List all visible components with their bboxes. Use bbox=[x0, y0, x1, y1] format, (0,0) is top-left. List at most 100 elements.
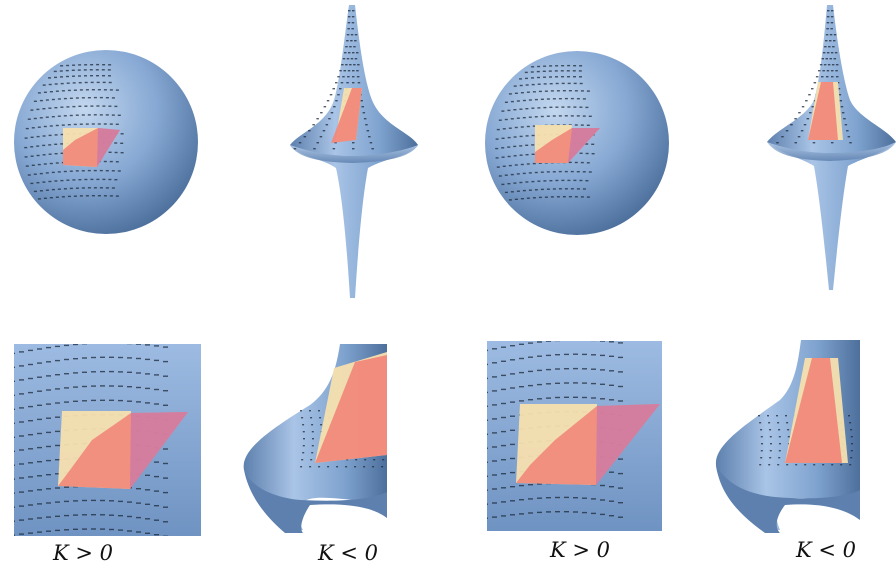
grid-dot bbox=[69, 97, 73, 99]
grid-dot bbox=[354, 58, 358, 60]
grid-dot bbox=[163, 491, 168, 494]
grid-dot bbox=[69, 114, 73, 117]
grid-dot bbox=[526, 163, 530, 165]
grid-dot bbox=[72, 105, 76, 108]
grid-dot bbox=[97, 89, 101, 91]
grid-dot bbox=[64, 500, 69, 503]
grid-dot bbox=[127, 501, 132, 503]
grid-dot bbox=[109, 514, 114, 516]
grid-dot bbox=[366, 130, 370, 132]
grid-dot bbox=[60, 179, 64, 182]
grid-dot bbox=[566, 70, 570, 72]
grid-dot bbox=[145, 489, 150, 491]
grid-dot bbox=[115, 123, 119, 125]
grid-dot bbox=[822, 464, 825, 466]
grid-dot bbox=[836, 76, 839, 78]
grid-dot bbox=[492, 390, 497, 392]
grid-dot bbox=[798, 112, 801, 114]
grid-dot bbox=[127, 344, 132, 345]
grid-dot bbox=[14, 450, 15, 452]
grid-dot bbox=[531, 134, 535, 137]
grid-dot bbox=[538, 162, 542, 164]
grid-dot bbox=[352, 142, 355, 144]
grid-dot bbox=[357, 64, 360, 66]
grid-dot bbox=[830, 52, 834, 54]
grid-dot bbox=[28, 391, 33, 394]
grid-dot bbox=[501, 444, 506, 447]
grid-dot bbox=[552, 115, 556, 117]
grid-dot bbox=[85, 195, 89, 197]
grid-dot bbox=[818, 70, 821, 72]
grid-dot bbox=[145, 358, 150, 361]
grid-dot bbox=[57, 115, 61, 117]
grid-dot bbox=[78, 82, 82, 84]
grid-dot bbox=[145, 402, 150, 404]
grid-dot bbox=[346, 34, 350, 36]
grid-dot bbox=[850, 457, 853, 459]
grid-dot bbox=[540, 115, 544, 118]
grid-dot bbox=[492, 362, 497, 364]
grid-dot bbox=[841, 112, 845, 114]
grid-dot bbox=[45, 116, 49, 118]
geodesic-patch bbox=[785, 358, 848, 463]
grid-dot bbox=[66, 82, 70, 84]
grid-dot bbox=[586, 196, 590, 198]
grid-dot bbox=[100, 528, 105, 530]
grid-dot bbox=[91, 343, 96, 344]
grid-dot bbox=[67, 195, 71, 198]
grid-dot bbox=[145, 503, 150, 505]
grid-dot bbox=[99, 114, 103, 116]
grid-dot bbox=[516, 190, 520, 192]
grid-dot bbox=[501, 110, 505, 112]
grid-dot bbox=[822, 52, 826, 54]
grid-dot bbox=[573, 65, 577, 67]
grid-dot bbox=[381, 466, 384, 468]
grid-dot bbox=[555, 511, 560, 513]
grid-dot bbox=[28, 448, 33, 450]
grid-dot bbox=[781, 136, 784, 138]
grid-dot bbox=[108, 178, 112, 181]
geodesic-patch bbox=[315, 352, 387, 463]
grid-dot bbox=[543, 106, 547, 109]
grid-dot bbox=[136, 386, 141, 389]
grid-dot bbox=[55, 473, 60, 475]
grid-dot bbox=[525, 154, 529, 156]
grid-dot bbox=[163, 535, 168, 536]
grid-dot bbox=[109, 160, 113, 163]
grid-dot bbox=[28, 405, 33, 408]
grid-dot bbox=[582, 339, 587, 340]
grid-dot bbox=[61, 196, 65, 198]
grid-dot bbox=[42, 144, 46, 147]
grid-dot bbox=[45, 189, 49, 191]
grid-dot bbox=[346, 58, 350, 60]
grid-dot bbox=[64, 401, 69, 403]
grid-dot bbox=[57, 171, 61, 173]
grid-dot bbox=[600, 398, 605, 400]
grid-dot bbox=[37, 503, 42, 505]
grid-dot bbox=[347, 16, 351, 18]
grid-dot bbox=[37, 376, 42, 378]
grid-dot bbox=[347, 28, 350, 30]
grid-dot bbox=[350, 34, 354, 36]
grid-dot bbox=[790, 124, 793, 126]
grid-dot bbox=[330, 112, 334, 114]
grid-dot bbox=[78, 64, 82, 66]
grid-dot bbox=[540, 188, 544, 191]
grid-dot bbox=[513, 136, 517, 138]
grid-dot bbox=[794, 142, 797, 144]
grid-dot bbox=[46, 488, 51, 490]
grid-dot bbox=[585, 180, 589, 182]
grid-dot bbox=[27, 174, 31, 176]
grid-dot bbox=[546, 188, 550, 190]
grid-dot bbox=[19, 463, 24, 465]
grid-dot bbox=[508, 127, 512, 129]
grid-dot bbox=[14, 520, 15, 522]
grid-dot bbox=[582, 171, 586, 173]
grid-dot bbox=[28, 532, 33, 534]
grid-dot bbox=[36, 145, 40, 147]
grid-dot bbox=[528, 384, 533, 387]
grid-dot bbox=[537, 107, 541, 109]
grid-dot bbox=[576, 188, 580, 190]
grid-dot bbox=[556, 90, 560, 92]
grid-dot bbox=[543, 180, 547, 182]
